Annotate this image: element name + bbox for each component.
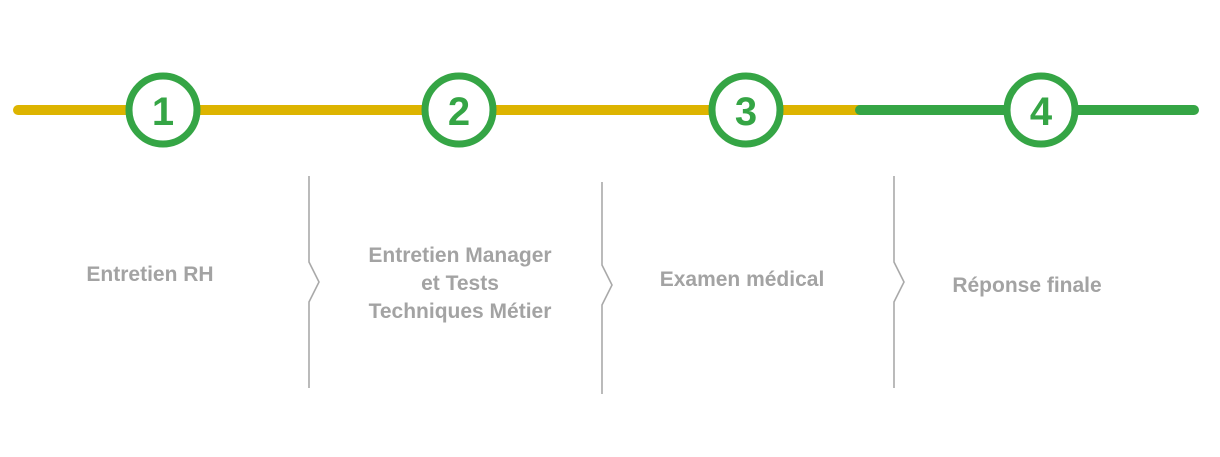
separator-chevron-2 [601, 182, 613, 394]
step-number-3: 3 [735, 90, 757, 134]
step-marker-1: 1 [125, 72, 201, 148]
step-circle-4 [1003, 72, 1079, 148]
step-marker-3: 3 [708, 72, 784, 148]
step-marker-2: 2 [421, 72, 497, 148]
separator-chevron-1 [308, 176, 320, 388]
separator-chevron-3 [893, 176, 905, 388]
step-label-2: Entretien Manager et Tests Techniques Mé… [368, 244, 552, 323]
step-circle-3 [708, 72, 784, 148]
step-number-1: 1 [152, 90, 174, 134]
step-marker-4: 4 [1003, 72, 1079, 148]
step-number-4: 4 [1030, 90, 1053, 134]
step-label-3: Examen médical [659, 268, 825, 291]
step-label-1: Entretien RH [86, 263, 214, 286]
step-number-2: 2 [448, 90, 470, 134]
step-circle-2 [421, 72, 497, 148]
step-label-4: Réponse finale [952, 274, 1102, 297]
step-circle-1 [125, 72, 201, 148]
